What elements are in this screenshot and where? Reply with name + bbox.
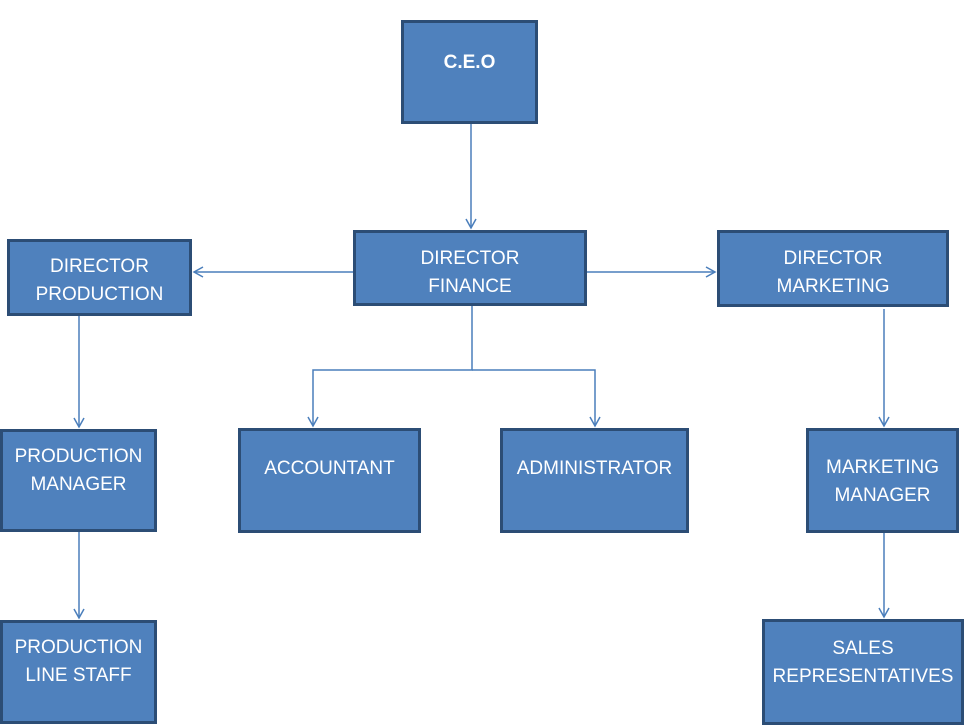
director-finance-box: DIRECTOR FINANCE xyxy=(353,230,587,306)
production-manager-box: PRODUCTION MANAGER xyxy=(0,429,157,532)
director-marketing-box: DIRECTOR MARKETING xyxy=(717,230,949,307)
connector-finance-to-administrator xyxy=(472,369,601,428)
production-manager-label: PRODUCTION MANAGER xyxy=(14,446,143,495)
connector-finance-to-accountant xyxy=(307,306,473,428)
director-finance-label: DIRECTOR FINANCE xyxy=(420,248,520,297)
director-production-label: DIRECTOR PRODUCTION xyxy=(35,256,164,305)
director-marketing-label: DIRECTOR MARKETING xyxy=(776,248,890,297)
accountant-label: ACCOUNTANT xyxy=(264,458,395,479)
accountant-box: ACCOUNTANT xyxy=(238,428,421,533)
ceo-label: C.E.O xyxy=(443,52,496,73)
production-line-staff-box: PRODUCTION LINE STAFF xyxy=(0,620,157,724)
marketing-manager-box: MARKETING MANAGER xyxy=(806,428,959,533)
sales-representatives-label: SALES REPRESENTATIVES xyxy=(772,638,954,687)
marketing-manager-label: MARKETING MANAGER xyxy=(826,457,939,506)
director-production-box: DIRECTOR PRODUCTION xyxy=(7,239,192,316)
sales-representatives-box: SALES REPRESENTATIVES xyxy=(762,619,964,725)
administrator-box: ADMINISTRATOR xyxy=(500,428,689,533)
production-line-staff-label: PRODUCTION LINE STAFF xyxy=(14,637,143,686)
ceo-box: C.E.O xyxy=(401,20,538,124)
administrator-label: ADMINISTRATOR xyxy=(516,458,673,479)
